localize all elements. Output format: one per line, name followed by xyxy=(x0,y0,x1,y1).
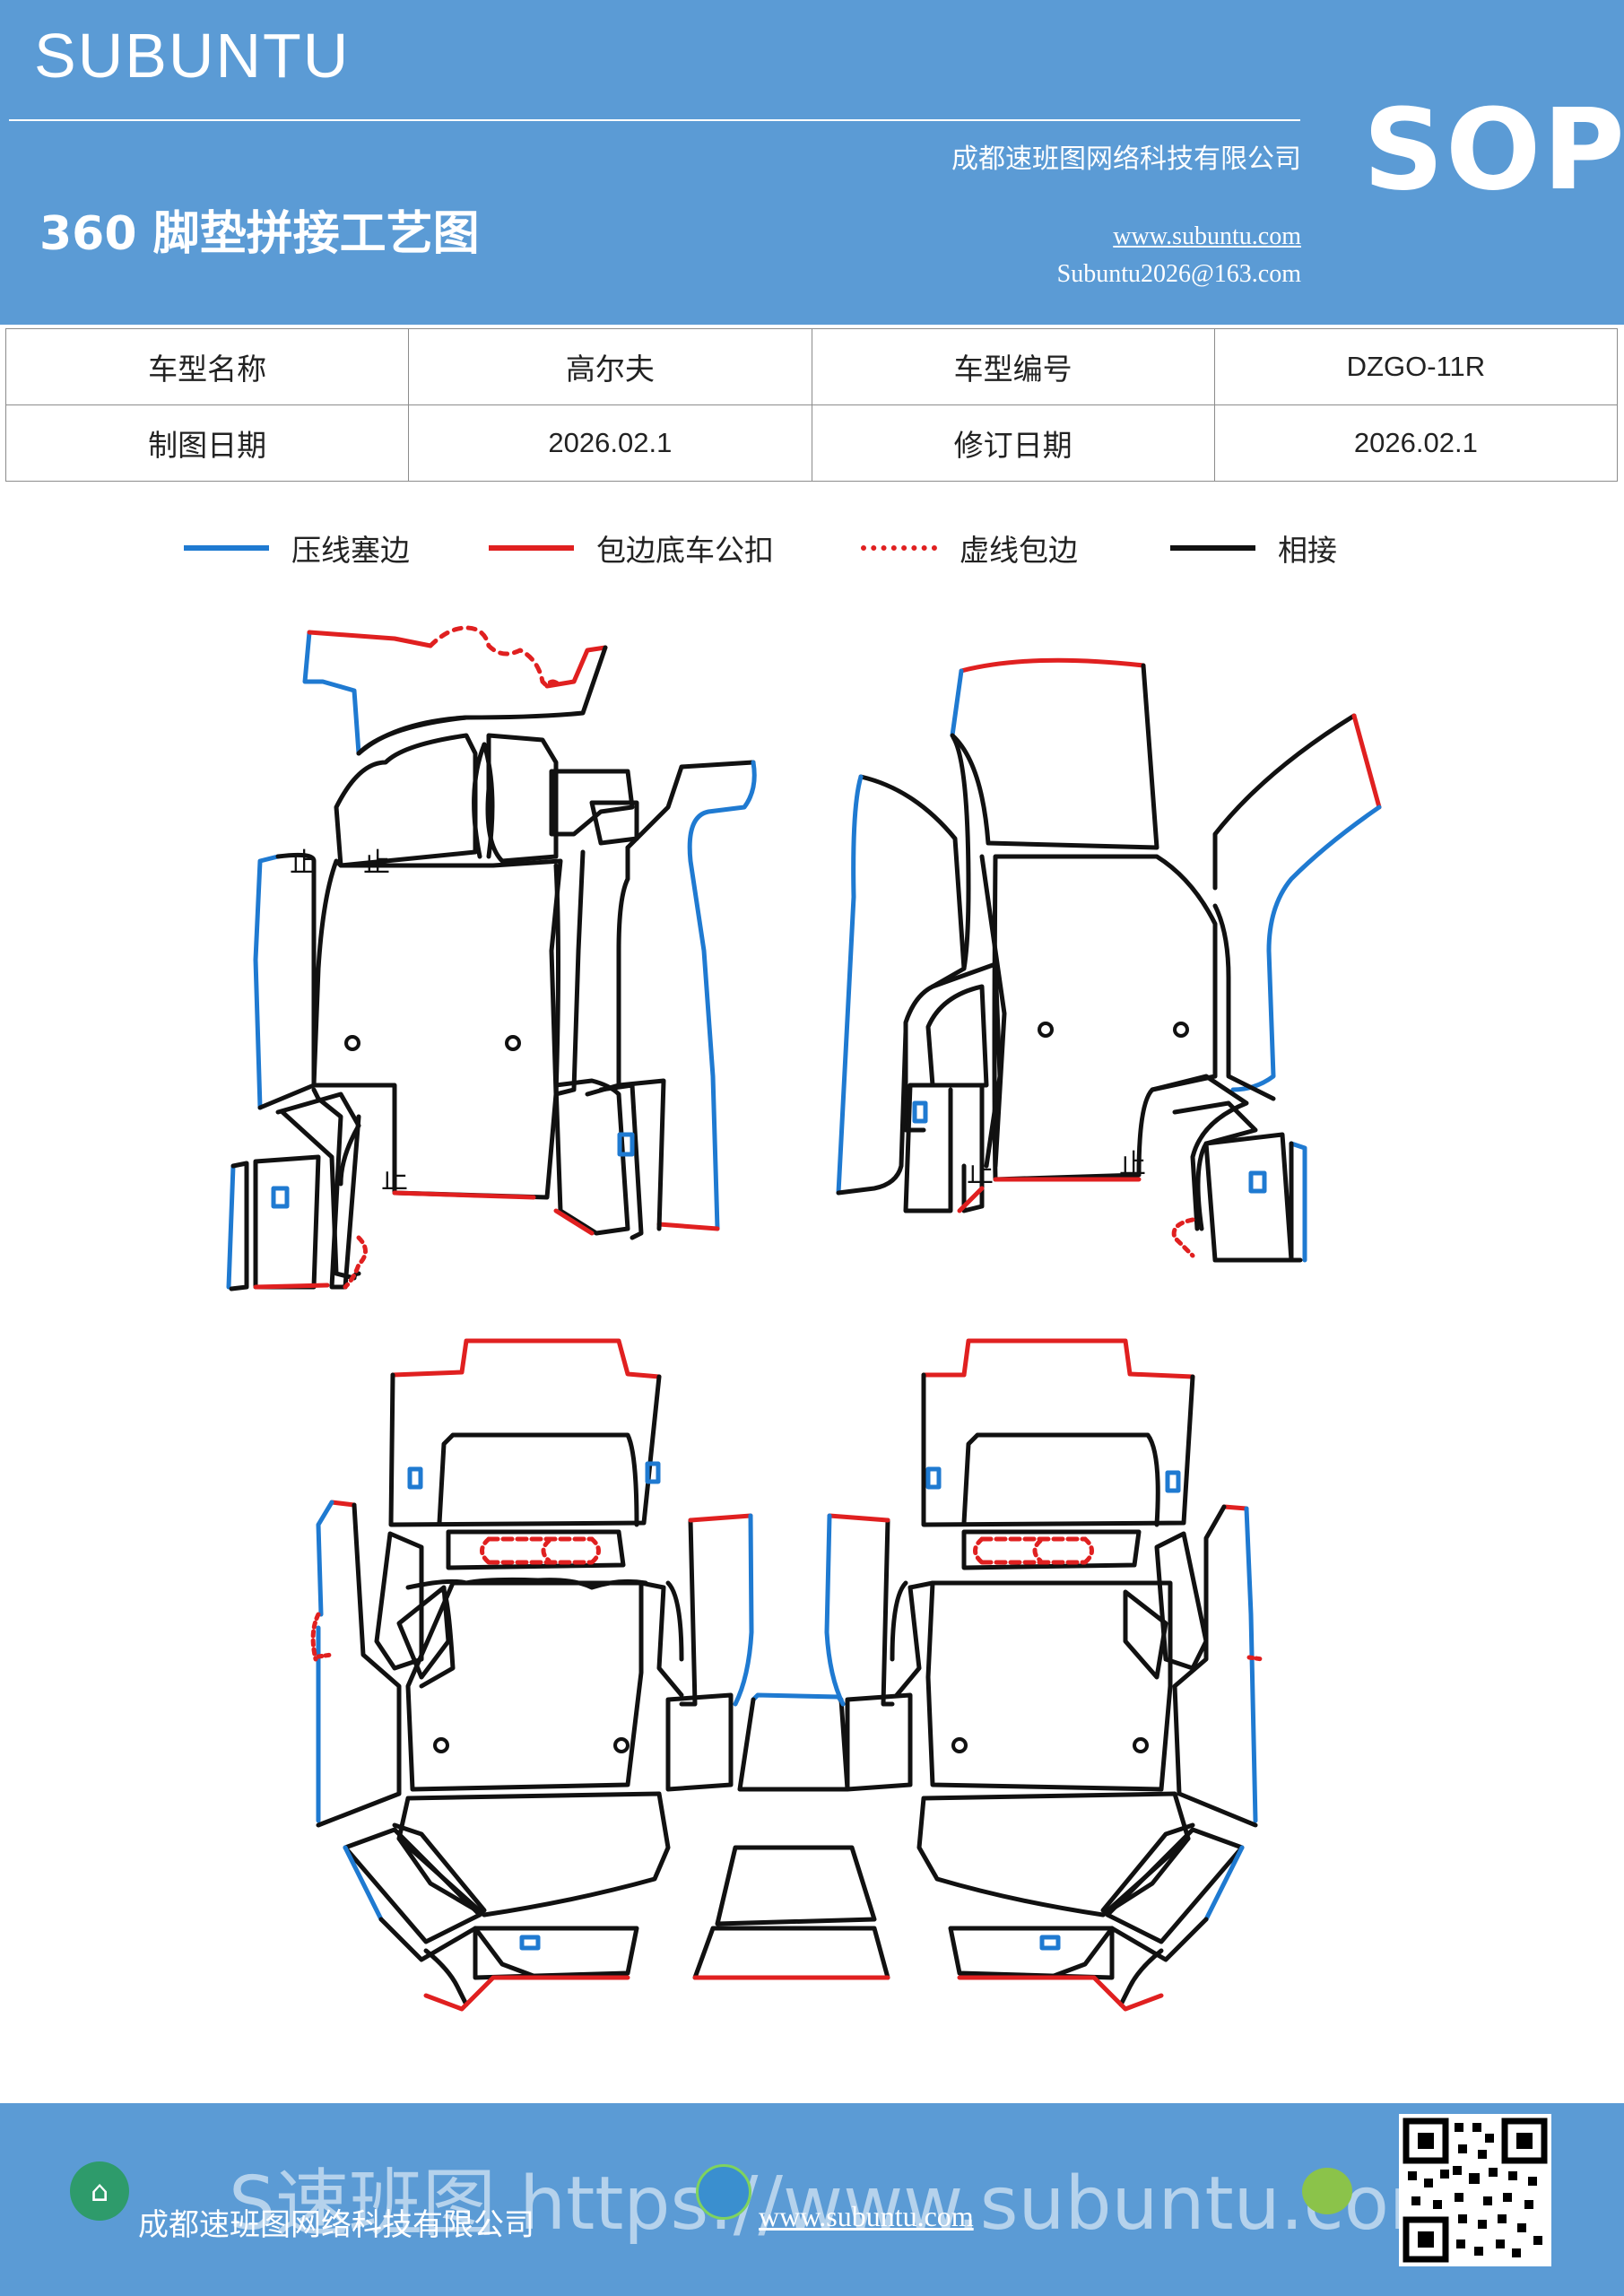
brand-name: SUBUNTU xyxy=(34,21,351,91)
header-banner: SUBUNTU 360 脚垫拼接工艺图 成都速班图网络科技有限公司 www.su… xyxy=(0,0,1624,325)
footer-watermark: S速班图 https://www.subuntu.com xyxy=(229,2161,1461,2247)
join-mark: 止 xyxy=(381,1164,408,1196)
model-code-label: 车型编号 xyxy=(811,328,1215,405)
legend-item-dashed-wrap: 虚线包边 xyxy=(861,527,1078,569)
rear-right-mat xyxy=(824,1338,1265,2012)
rear-center-mat xyxy=(692,1692,890,1980)
draw-date-label: 制图日期 xyxy=(4,404,410,482)
page-title: 360 脚垫拼接工艺图 xyxy=(39,207,480,261)
legend-swatch-red xyxy=(489,545,574,551)
table-row: 制图日期 2026.02.1 修订日期 2026.02.1 xyxy=(4,404,1619,482)
legend-swatch-black xyxy=(1170,545,1255,551)
company-logo-icon: ⌂ xyxy=(70,2161,129,2221)
company-name: 成都速班图网络科技有限公司 xyxy=(951,144,1301,175)
join-mark: 止 xyxy=(363,848,390,879)
model-name-value: 高尔夫 xyxy=(408,328,812,405)
qr-code-icon xyxy=(1399,2114,1551,2266)
legend-label: 压线塞边 xyxy=(291,533,410,568)
wechat-icon xyxy=(1302,2168,1352,2214)
footer-company-name: 成都速班图网络科技有限公司 xyxy=(138,2207,534,2243)
draw-date-value: 2026.02.1 xyxy=(408,404,812,482)
email-address: Subuntu2026@163.com xyxy=(1056,260,1301,288)
join-marks: 止 止 止 止 止 xyxy=(290,848,1146,1196)
front-left-mat xyxy=(226,625,757,1292)
footer-website-link[interactable]: www.subuntu.com xyxy=(759,2200,974,2232)
vehicle-info-table: 车型名称 高尔夫 车型编号 DZGO-11R 制图日期 2026.02.1 修订… xyxy=(4,328,1619,482)
legend-label: 相接 xyxy=(1278,533,1337,568)
model-name-label: 车型名称 xyxy=(4,328,410,405)
table-row: 车型名称 高尔夫 车型编号 DZGO-11R xyxy=(4,328,1619,405)
model-code-value: DZGO-11R xyxy=(1213,328,1619,405)
sop-badge: SOP xyxy=(1363,85,1624,215)
floor-mat-diagram: 止 止 止 止 止 xyxy=(226,625,1382,2012)
legend-item-join: 相接 xyxy=(1170,527,1337,569)
legend-item-wrap-edge: 包边底车公扣 xyxy=(489,527,774,569)
revise-date-label: 修订日期 xyxy=(811,404,1215,482)
legend-swatch-red-dashed xyxy=(861,545,937,551)
legend-swatch-blue xyxy=(184,545,269,551)
front-right-mat xyxy=(836,657,1382,1263)
legend-label: 包边底车公扣 xyxy=(596,533,774,568)
legend-label: 虚线包边 xyxy=(960,533,1078,568)
globe-icon xyxy=(696,2164,751,2220)
join-mark: 止 xyxy=(967,1158,994,1189)
legend-item-press-edge: 压线塞边 xyxy=(184,527,410,569)
join-mark: 止 xyxy=(290,848,317,879)
footer-banner: ⌂ S速班图 https://www.subuntu.com 成都速班图网络科技… xyxy=(0,2103,1624,2296)
qr-code xyxy=(1399,2114,1551,2266)
revise-date-value: 2026.02.1 xyxy=(1213,404,1619,482)
header-rule xyxy=(9,119,1300,121)
rear-left-mat xyxy=(310,1338,754,2012)
join-mark: 止 xyxy=(1119,1149,1146,1180)
website-link[interactable]: www.subuntu.com xyxy=(1113,222,1301,250)
legend: 压线塞边 包边底车公扣 虚线包边 相接 xyxy=(184,527,1439,569)
